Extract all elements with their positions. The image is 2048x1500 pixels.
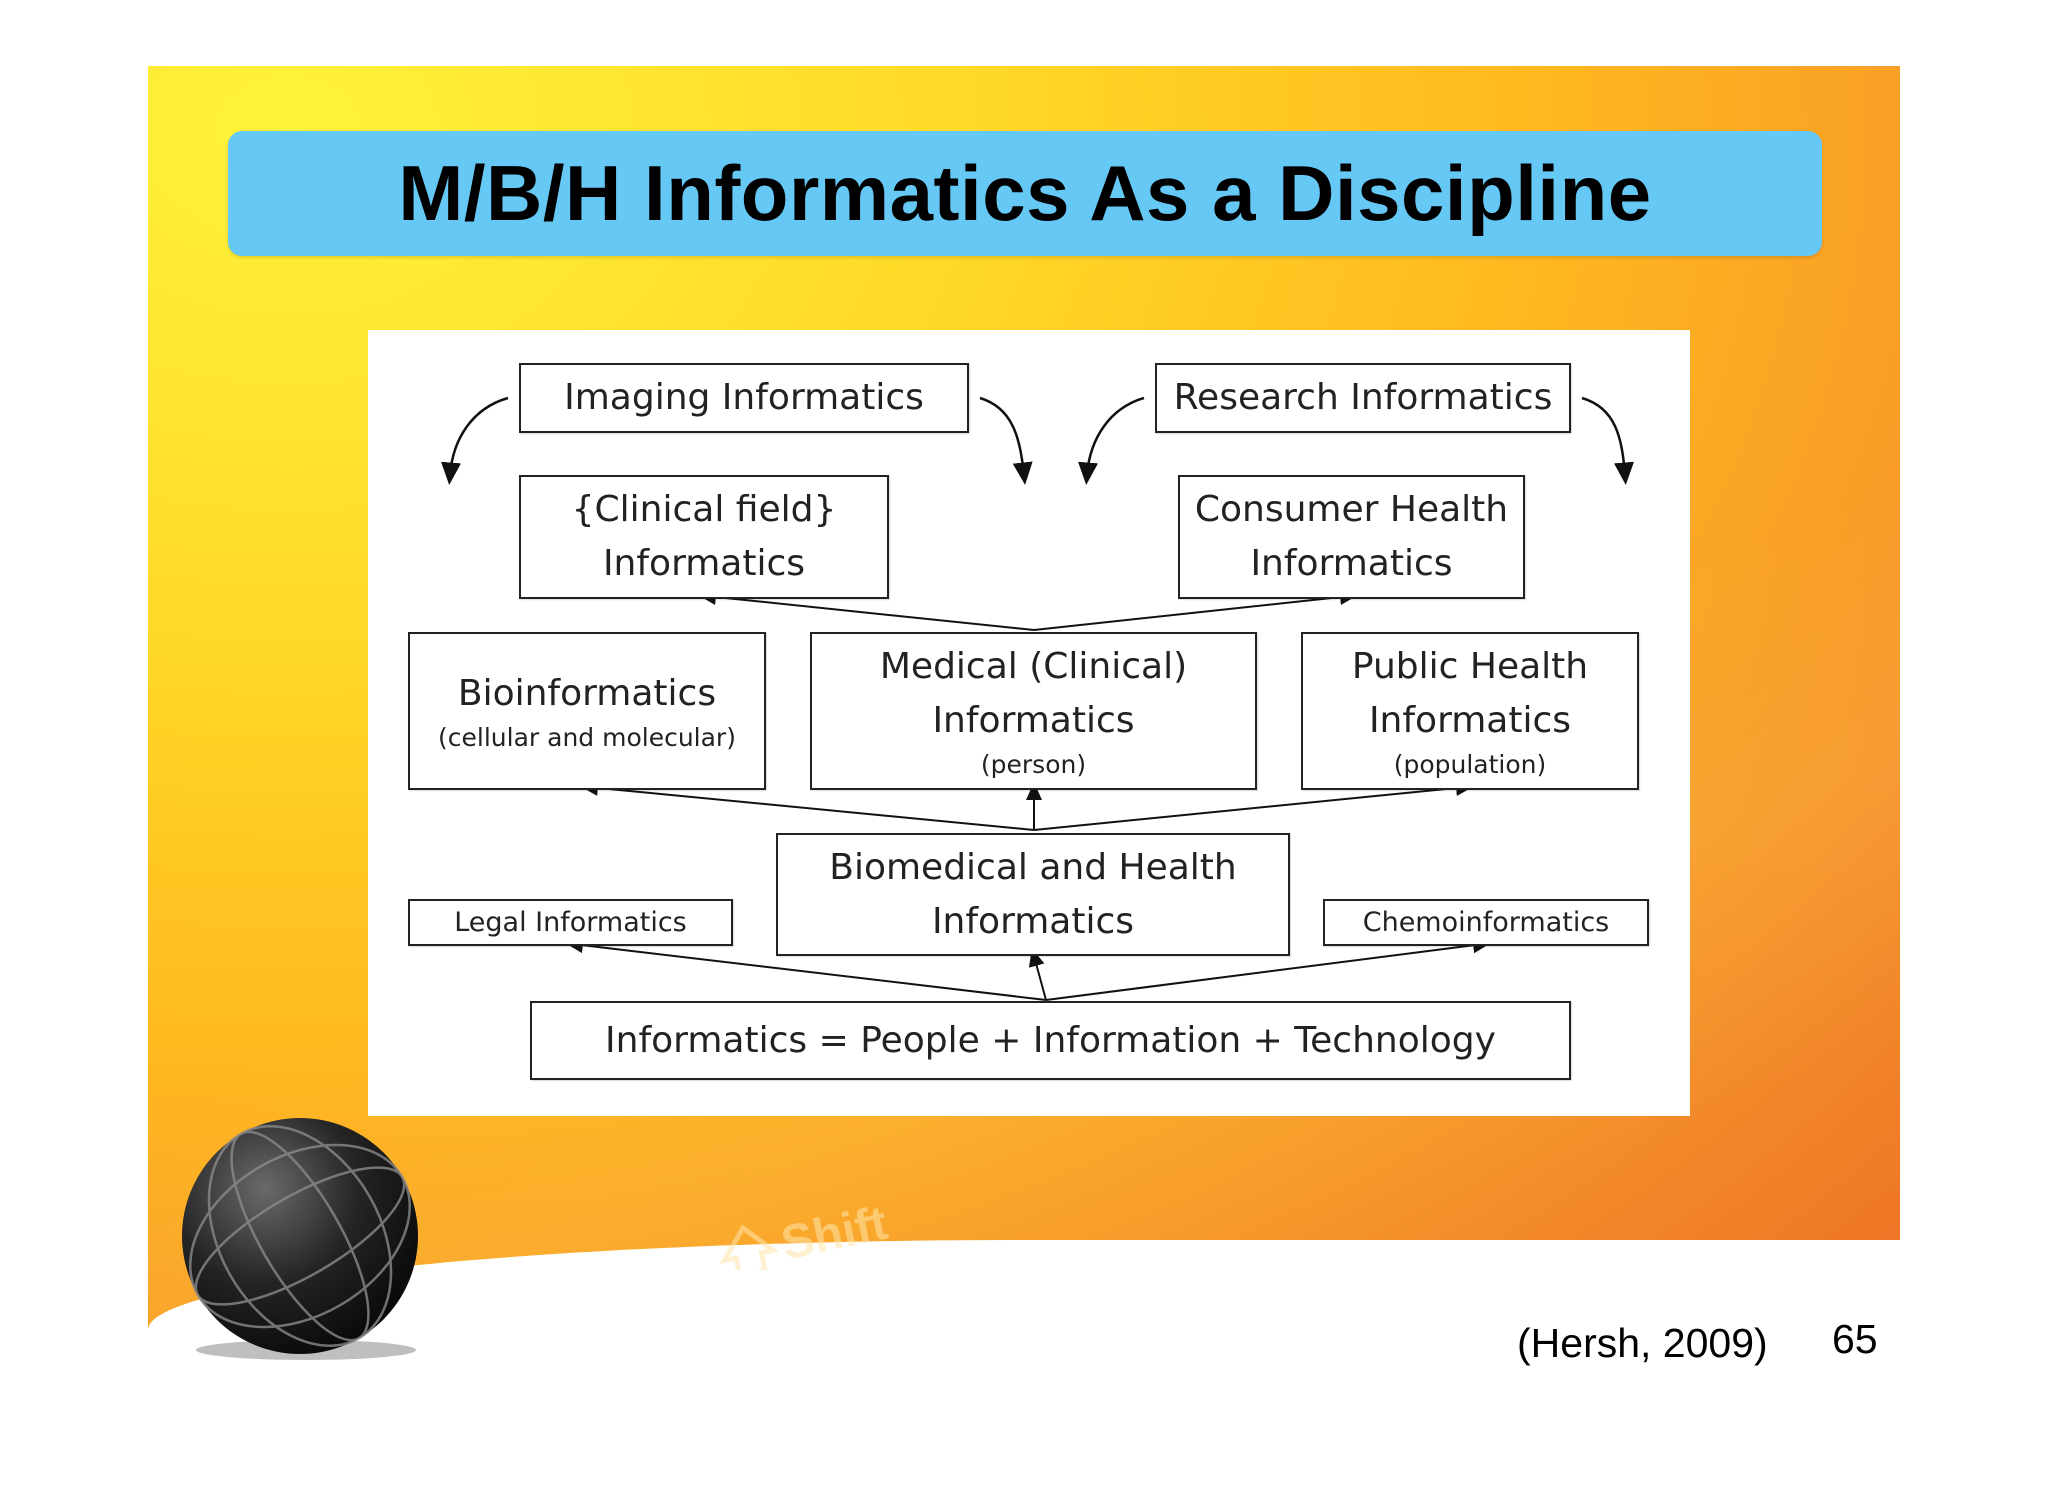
research-right-curve-arrow	[1581, 396, 1634, 485]
keyboard-globe-icon	[182, 1118, 418, 1360]
clinical-field-line2: Informatics	[602, 543, 806, 584]
foundation-to-biomedical-line	[1028, 948, 1047, 1001]
biomedical-line1: Biomedical and Health	[829, 846, 1237, 888]
diagram-connectors	[441, 396, 1634, 1001]
chemoinformatics-label: Chemoinformatics	[1362, 906, 1610, 938]
public-health-informatics-box: Public Health Informatics (population)	[1301, 632, 1639, 790]
slide-title: M/B/H Informatics As a Discipline	[398, 149, 1652, 237]
consumer-health-line1: Consumer Health	[1194, 489, 1509, 530]
shift-key-text: Shift	[777, 1197, 892, 1270]
public-health-line2: Informatics	[1368, 700, 1572, 741]
medical-sublabel: (person)	[980, 750, 1087, 779]
public-health-sublabel: (population)	[1393, 750, 1547, 779]
shift-key-watermark: Shift	[719, 1197, 892, 1270]
clinical-field-informatics-box: {Clinical field} Informatics	[519, 475, 889, 599]
biomedical-to-public-health-line	[1033, 780, 1474, 831]
foundation-to-legal-line	[565, 937, 1047, 1001]
discipline-diagram: Imaging Informatics Research Informatics…	[368, 330, 1690, 1116]
medical-to-consumer-health-line	[1033, 589, 1358, 631]
title-bar: M/B/H Informatics As a Discipline	[228, 131, 1822, 256]
clinical-field-line1: {Clinical field}	[571, 489, 837, 530]
consumer-health-line2: Informatics	[1250, 543, 1453, 584]
chemoinformatics-box: Chemoinformatics	[1323, 899, 1649, 946]
public-health-line1: Public Health	[1351, 646, 1589, 687]
biomedical-to-bioinformatics-line	[580, 779, 1035, 831]
research-informatics-box: Research Informatics	[1155, 363, 1571, 433]
legal-informatics-label: Legal Informatics	[454, 906, 687, 938]
legal-informatics-box: Legal Informatics	[408, 899, 733, 946]
imaging-left-curve-arrow	[441, 396, 509, 485]
citation: (Hersh, 2009)	[1517, 1320, 1768, 1366]
consumer-health-informatics-box: Consumer Health Informatics	[1178, 475, 1525, 599]
imaging-right-curve-arrow	[979, 396, 1033, 485]
imaging-informatics-label: Imaging Informatics	[564, 377, 924, 418]
medical-to-clinical-field-line	[698, 589, 1035, 631]
medical-line2: Informatics	[932, 700, 1135, 741]
biomedical-health-informatics-box: Biomedical and Health Informatics	[776, 833, 1290, 956]
research-left-curve-arrow	[1078, 396, 1145, 485]
imaging-informatics-box: Imaging Informatics	[519, 363, 969, 433]
foundation-to-chemo-line	[1045, 937, 1491, 1001]
biomedical-line2: Informatics	[931, 900, 1135, 942]
medical-line1: Medical (Clinical)	[879, 646, 1188, 687]
page-number: 65	[1832, 1316, 1878, 1362]
bioinformatics-sublabel: (cellular and molecular)	[438, 723, 736, 752]
informatics-foundation-label: Informatics = People + Information + Tec…	[605, 1019, 1496, 1061]
bioinformatics-box: Bioinformatics (cellular and molecular)	[408, 632, 766, 790]
medical-clinical-informatics-box: Medical (Clinical) Informatics (person)	[810, 632, 1257, 790]
research-informatics-label: Research Informatics	[1173, 377, 1553, 418]
informatics-foundation-box: Informatics = People + Information + Tec…	[530, 1001, 1571, 1080]
bioinformatics-label: Bioinformatics	[457, 673, 717, 714]
